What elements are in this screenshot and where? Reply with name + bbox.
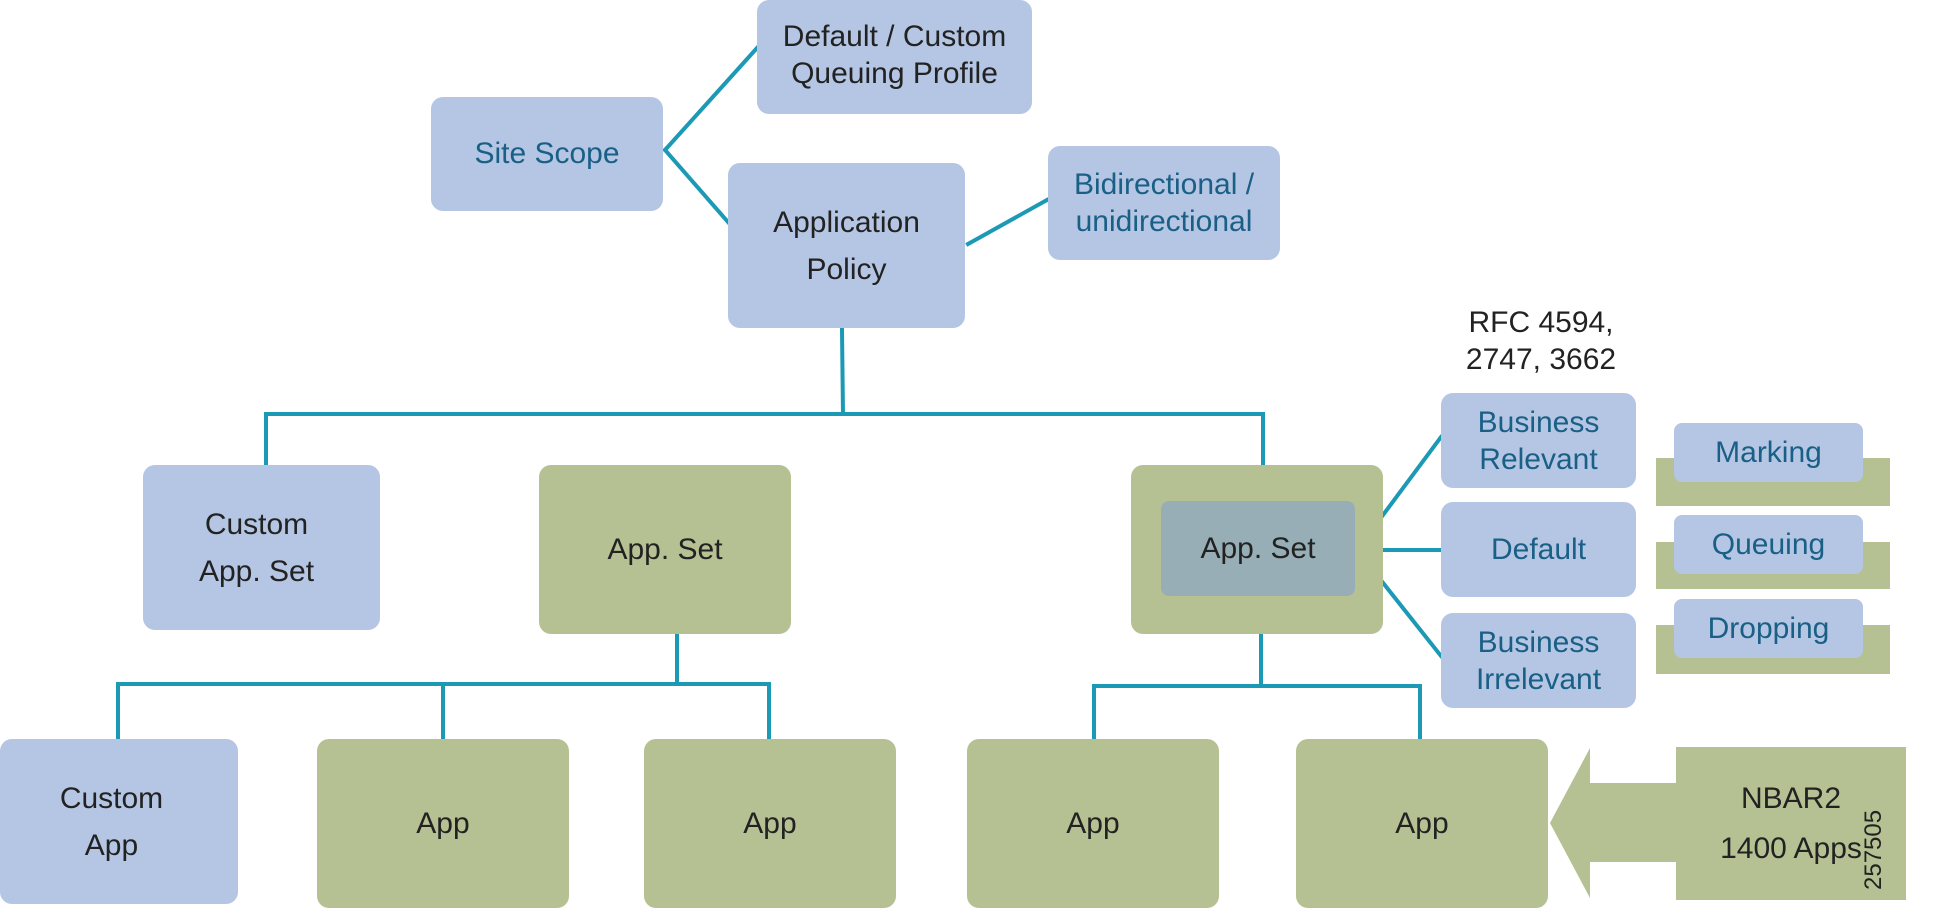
custom-app-set-label-line2: App. Set	[198, 554, 315, 588]
app-node-4: App	[1296, 739, 1548, 908]
custom-app-set-node: Custom App. Set	[143, 465, 380, 630]
connector-policy-trunk	[839, 327, 846, 417]
app-label-2: App	[743, 806, 797, 840]
application-policy-node: Application Policy	[728, 163, 965, 328]
nbar2-label-line1: NBAR2	[1740, 781, 1842, 815]
custom-app-label-line1: Custom	[59, 781, 164, 815]
business-relevant-node: Business Relevant	[1441, 393, 1636, 488]
site-scope-label: Site Scope	[474, 137, 620, 170]
rfc-note-line2: 2747, 3662	[1465, 343, 1617, 376]
marking-label: Marking	[1715, 435, 1822, 469]
dropping-node: Dropping	[1674, 599, 1863, 658]
app-node-2: App	[644, 739, 896, 908]
application-policy-label-line1: Application	[773, 205, 920, 239]
business-irrelevant-label-line2: Irrelevant	[1475, 662, 1602, 696]
custom-app-label-line2: App	[84, 828, 139, 862]
application-policy-label-line2: Policy	[806, 252, 887, 286]
rfc-note-line1: RFC 4594,	[1468, 306, 1614, 339]
app-node-1: App	[317, 739, 569, 908]
direction-label-line1: Bidirectional /	[1073, 168, 1255, 201]
connector-site-to-queuing	[662, 45, 760, 153]
app-set-middle-node: App. Set	[539, 465, 791, 634]
app-set-middle-label: App. Set	[607, 532, 723, 566]
figure-id: 257505	[1860, 809, 1887, 890]
queuing-profile-label-line2: Queuing Profile	[791, 57, 998, 90]
queuing-label: Queuing	[1711, 527, 1826, 561]
custom-app-node: Custom App	[0, 739, 238, 904]
arrow-icon	[1550, 748, 1678, 898]
app-label-1: App	[416, 806, 470, 840]
dropping-label: Dropping	[1707, 611, 1830, 645]
business-relevant-label-line2: Relevant	[1479, 442, 1598, 476]
app-set-right-node: App. Set	[1161, 501, 1355, 596]
marking-node: Marking	[1674, 423, 1863, 482]
default-class-node: Default	[1441, 502, 1636, 597]
nbar2-label-line2: 1400 Apps	[1720, 831, 1862, 865]
connector-site-to-policy	[662, 147, 731, 225]
default-class-label: Default	[1490, 532, 1587, 566]
app-label-4: App	[1395, 806, 1449, 840]
direction-node: Bidirectional / unidirectional	[1048, 146, 1280, 260]
connector-policy-to-direction	[965, 197, 1050, 247]
app-node-3: App	[967, 739, 1219, 908]
business-irrelevant-node: Business Irrelevant	[1441, 613, 1636, 708]
queuing-node: Queuing	[1674, 515, 1863, 574]
nbar2-node: NBAR2 1400 Apps	[1676, 747, 1906, 900]
site-scope-node: Site Scope	[431, 97, 663, 211]
direction-label-line2: unidirectional	[1075, 205, 1253, 238]
business-relevant-label-line1: Business	[1477, 405, 1600, 439]
app-label-3: App	[1066, 806, 1120, 840]
custom-app-set-label-line1: Custom	[204, 507, 309, 541]
rfc-note: RFC 4594, 2747, 3662	[1450, 304, 1632, 378]
queuing-profile-label-line1: Default / Custom	[782, 20, 1007, 53]
queuing-profile-node: Default / Custom Queuing Profile	[757, 0, 1032, 114]
business-irrelevant-label-line1: Business	[1477, 625, 1600, 659]
app-set-right-label: App. Set	[1200, 531, 1316, 565]
